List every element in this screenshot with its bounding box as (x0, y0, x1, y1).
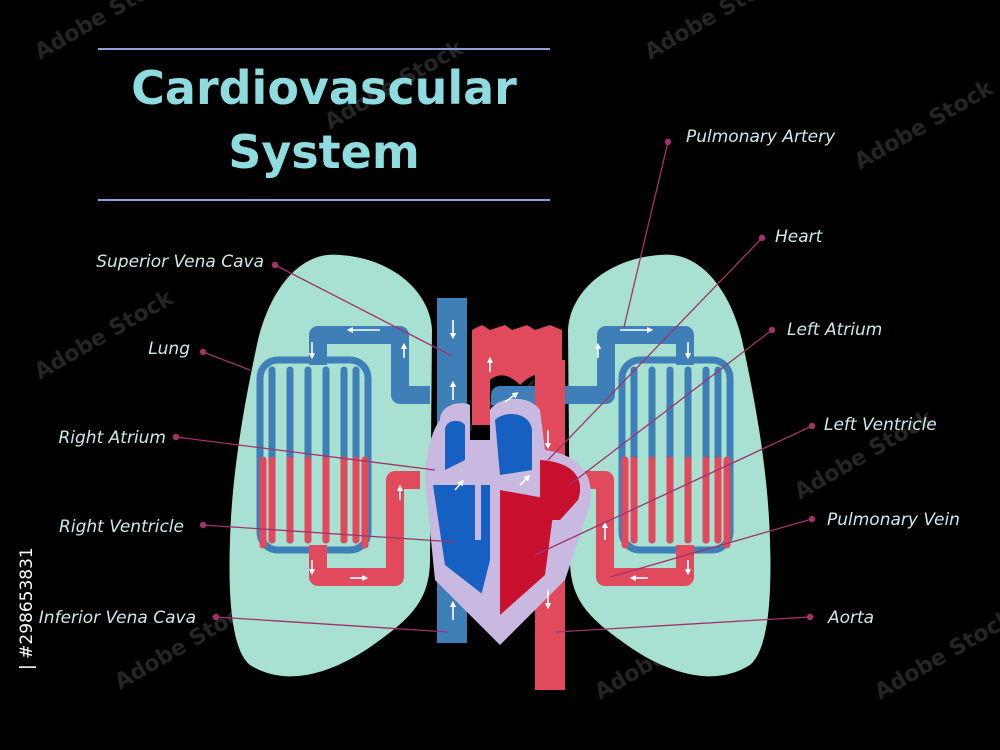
stock-id: | #298653831 (17, 547, 37, 670)
title-line2: System (228, 125, 420, 179)
label-lung: Lung (148, 339, 190, 359)
labels: Superior Vena Cava Lung Right Atrium Rig… (39, 127, 960, 628)
leader-dots (172, 138, 816, 621)
pulmonary-trunk-chamber (495, 414, 532, 475)
label-right-atrium: Right Atrium (58, 428, 166, 448)
leader-lines (175, 141, 813, 633)
label-superior-vena-cava: Superior Vena Cava (96, 252, 264, 272)
label-left-ventricle: Left Ventricle (824, 415, 937, 435)
label-aorta: Aorta (827, 608, 874, 628)
left-ventricle-chamber (500, 490, 555, 615)
label-right-ventricle: Right Ventricle (59, 517, 184, 537)
label-left-atrium: Left Atrium (787, 320, 882, 340)
flow-arrows (308, 320, 692, 620)
label-heart: Heart (775, 227, 824, 247)
heart (425, 398, 591, 645)
title-line1: Cardiovascular (131, 61, 517, 115)
label-pulmonary-artery: Pulmonary Artery (686, 127, 836, 147)
label-inferior-vena-cava: Inferior Vena Cava (39, 608, 196, 628)
pulmonary-arteries (309, 326, 694, 405)
right-atrium-chamber (445, 420, 465, 470)
pulmonary-veins (309, 471, 694, 586)
title-block: Cardiovascular System (98, 48, 550, 201)
label-pulmonary-vein: Pulmonary Vein (827, 510, 960, 530)
